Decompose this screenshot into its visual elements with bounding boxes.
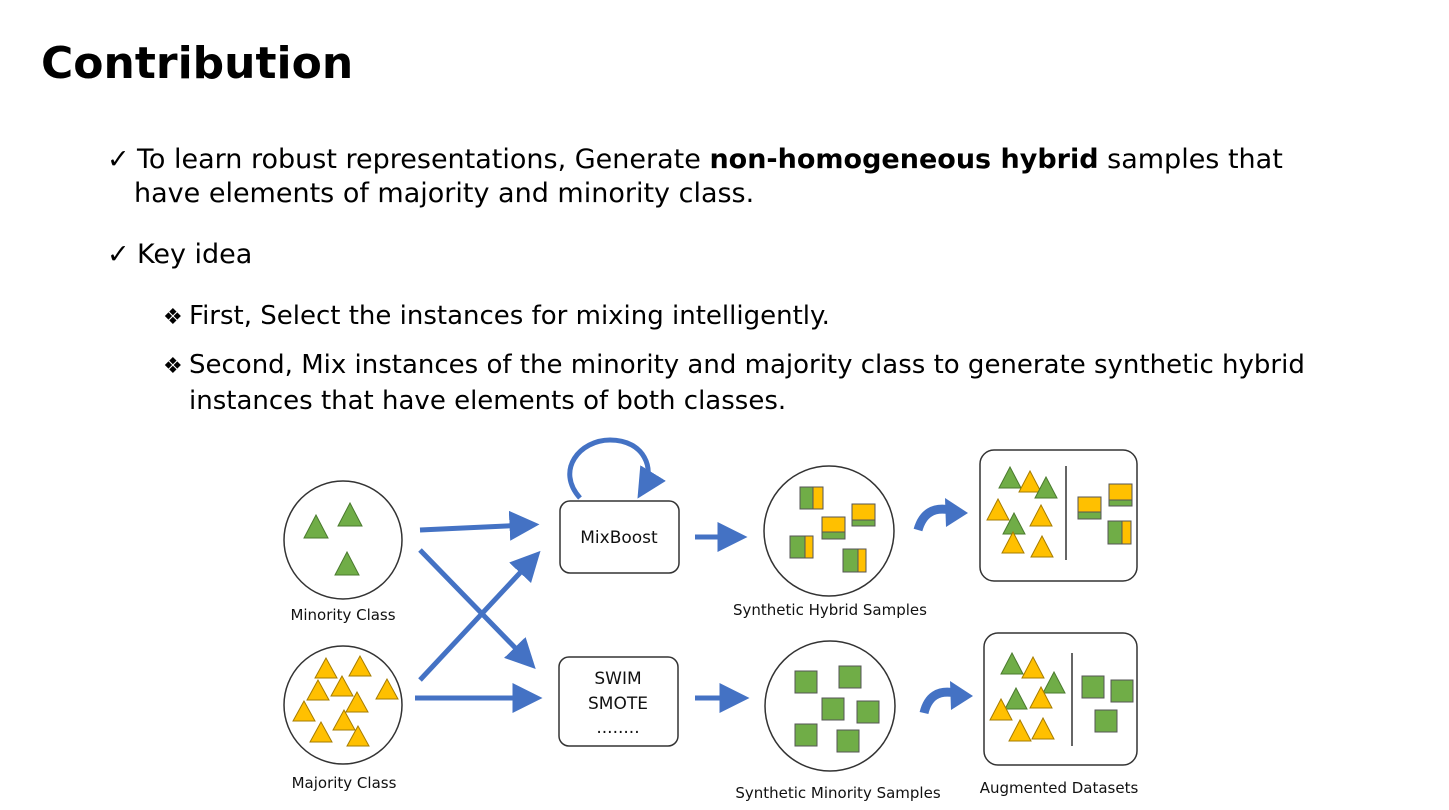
b1-bold-text: non-homogeneous hybrid [709,144,1099,175]
b1-pre-text: To learn robust representations, Generat… [137,144,710,175]
smote-label: SMOTE [588,694,648,714]
minority-class-circle [283,480,403,600]
augmented-dataset-hybrid-box [979,449,1138,582]
mixboost-box: MixBoost [559,500,680,574]
subbullet-select-instances: ❖First, Select the instances for mixing … [163,299,830,335]
method-output-arrows [695,522,750,713]
minority-class-label: Minority Class [290,606,395,624]
slide-title: Contribution [41,38,354,89]
bullet-key-idea: ✓Key idea [107,238,252,272]
majority-class-label: Majority Class [292,774,397,792]
oversampling-methods-box: SWIM SMOTE ........ [558,656,679,747]
checkmark-icon: ✓ [107,144,130,175]
majority-class-circle [283,645,403,765]
subbullet-mix-instances: ❖Second, Mix instances of the minority a… [163,348,1343,418]
synthetic-hybrid-samples-circle [763,465,895,597]
more-methods-label: ........ [596,718,639,738]
bullet-robust-representations: ✓To learn robust representations, Genera… [107,143,1327,211]
s2-line2-text: instances that have elements of both cla… [189,386,787,416]
augmented-datasets-label: Augmented Datasets [980,779,1139,797]
b1-post-text: samples that [1098,144,1283,175]
b2-text: Key idea [137,239,253,270]
mixboost-loop-arrow [567,437,666,500]
input-arrows [415,510,543,713]
dataset-curved-arrows [913,498,973,715]
diamond-bullet-icon: ❖ [163,354,183,379]
synthetic-hybrid-samples-label: Synthetic Hybrid Samples [733,601,927,619]
diamond-bullet-icon: ❖ [163,305,183,330]
checkmark-icon: ✓ [107,239,130,270]
s2-line1-text: Second, Mix instances of the minority an… [189,350,1305,380]
b1-line2-text: have elements of majority and minority c… [134,178,755,209]
s1-text: First, Select the instances for mixing i… [189,301,830,331]
augmented-dataset-synthetic-box [983,632,1138,766]
mixboost-label: MixBoost [580,528,658,548]
synthetic-minority-samples-circle [764,640,896,772]
synthetic-minority-samples-label: Synthetic Minority Samples [735,784,940,802]
swim-label: SWIM [594,669,641,689]
